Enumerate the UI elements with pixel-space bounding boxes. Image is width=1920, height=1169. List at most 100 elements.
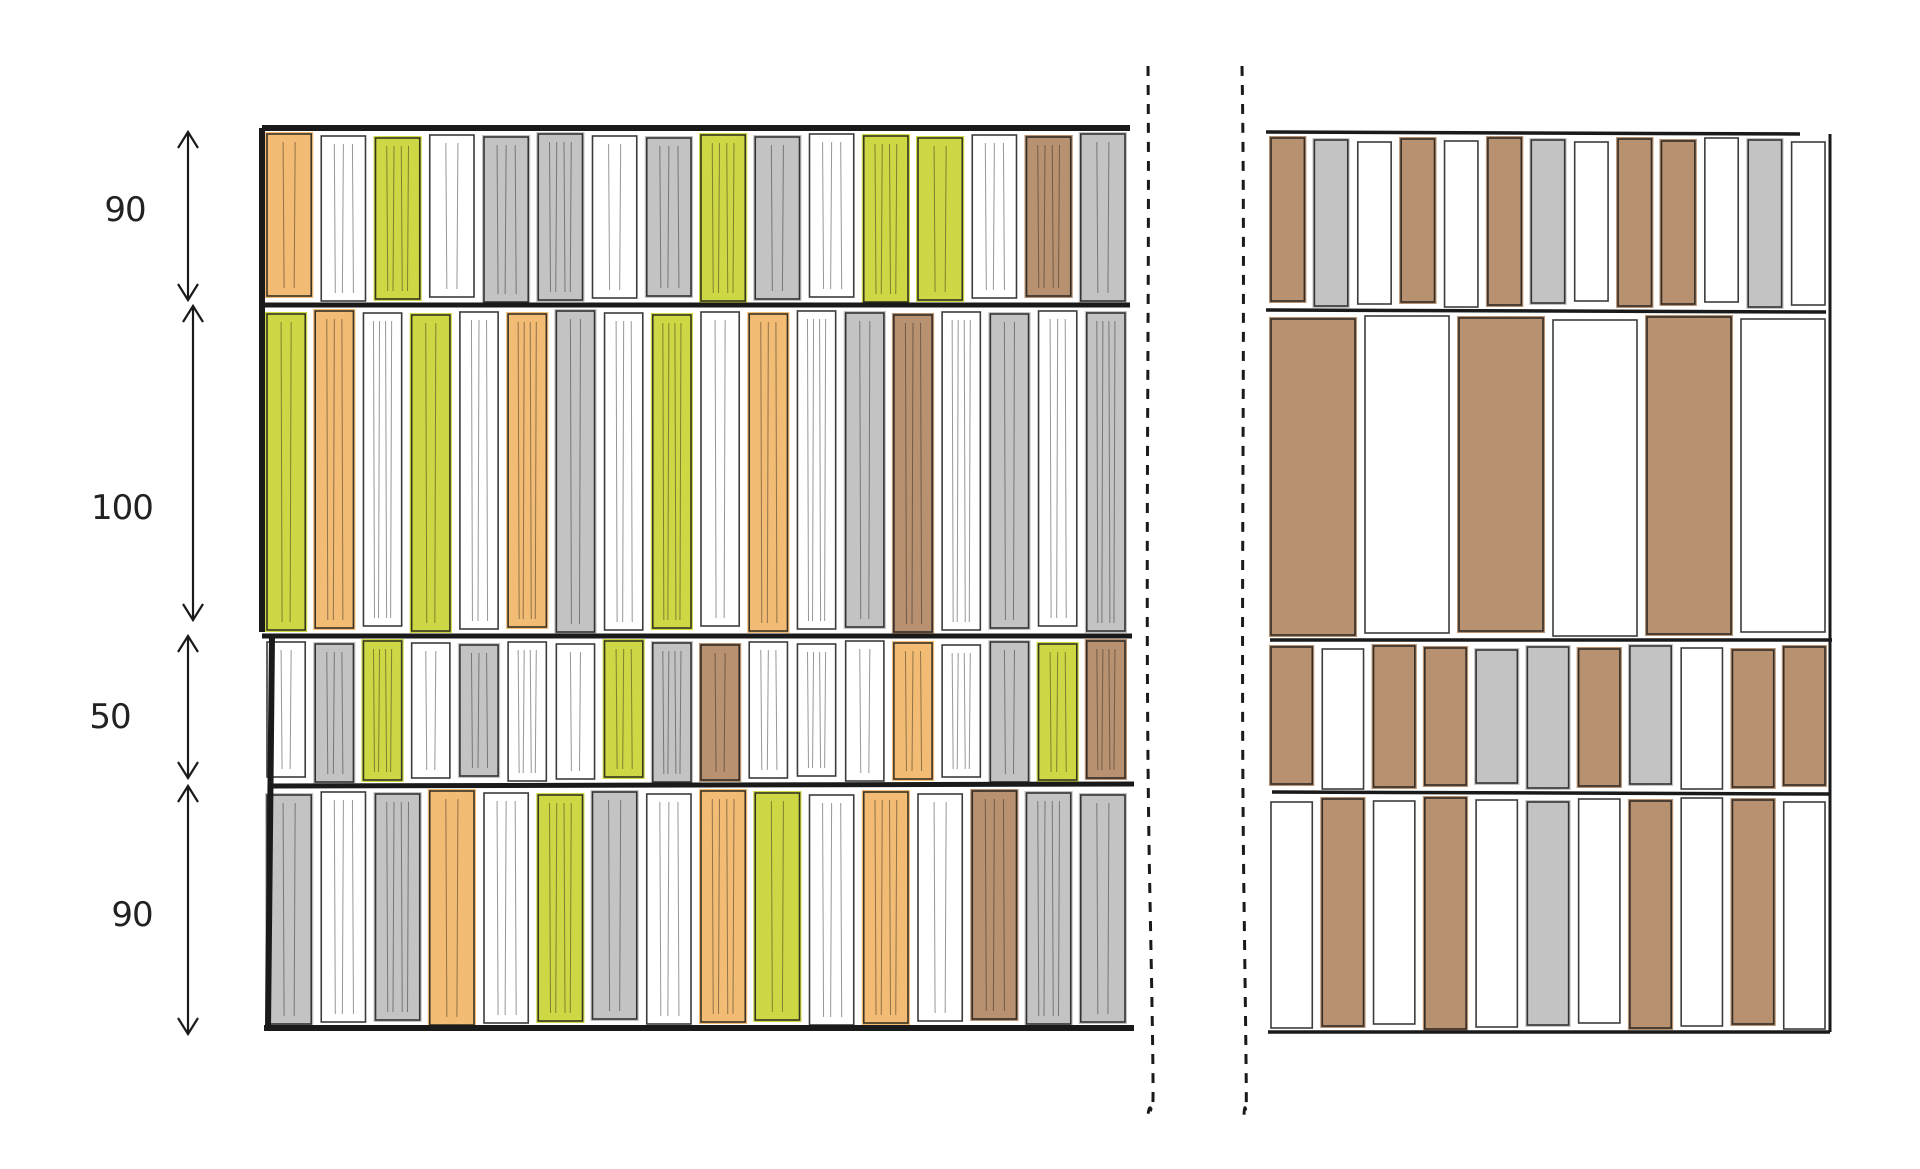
panel-outline (651, 642, 692, 783)
panel (1320, 797, 1366, 1028)
panel-fill (506, 312, 549, 629)
panel-fill (1576, 647, 1622, 788)
panel-fill (650, 313, 693, 630)
dimension-arrow-row4 (177, 783, 199, 1037)
panel (645, 793, 692, 1025)
panel-fill (753, 135, 802, 301)
panel (507, 641, 548, 782)
panel-hatch (434, 650, 437, 771)
panel-hatch (400, 801, 403, 1013)
panel-hatch (677, 801, 680, 1017)
panel (1645, 315, 1733, 636)
panel-hatch (992, 142, 995, 291)
panel-fill (1627, 644, 1674, 786)
panel-hatch (723, 652, 726, 773)
panel-outline (1079, 133, 1126, 302)
panel-hatch (889, 799, 891, 1016)
panel-outline (971, 790, 1018, 1020)
panel-hatch (667, 650, 670, 775)
panel-hatch (385, 320, 388, 619)
panel-outline (1458, 317, 1544, 632)
panel-hatch (933, 801, 936, 1014)
panel (753, 791, 802, 1022)
panel-hatch (392, 801, 395, 1013)
panel (699, 133, 748, 303)
panel-hatch (622, 320, 625, 623)
panel-hatch (963, 652, 966, 770)
panel-outline (941, 644, 982, 778)
panel-fill (1746, 138, 1784, 309)
arrow-head-bottom (182, 603, 204, 623)
panel (1680, 797, 1724, 1027)
panel-outline (941, 311, 982, 631)
panel-hatch (984, 798, 987, 1012)
panel-outline (1025, 136, 1072, 297)
panel-outline (428, 134, 475, 298)
panel-hatch (911, 322, 914, 625)
panel-outline (483, 792, 530, 1024)
panel-fill (1312, 138, 1350, 308)
panel-hatch (341, 143, 344, 294)
panel-hatch (868, 320, 871, 620)
panel-hatch (293, 141, 296, 289)
panel (265, 312, 308, 632)
panel-outline (1372, 800, 1416, 1025)
panel-fill (1627, 799, 1674, 1030)
panel (427, 789, 476, 1027)
panel-outline (1731, 799, 1775, 1025)
panel-fill (699, 789, 748, 1024)
panel-hatch (674, 322, 677, 621)
panel-hatch (522, 649, 525, 774)
panel-outline (1526, 801, 1570, 1026)
panel-outline (1424, 647, 1467, 786)
panel-hatch (549, 141, 551, 293)
panel-hatch (895, 143, 898, 295)
panel (1321, 648, 1365, 790)
panel-hatch (824, 651, 827, 769)
cut-line-left (1145, 65, 1155, 1116)
panel-hatch (760, 649, 763, 771)
panel-hatch (549, 802, 551, 1014)
panel-hatch (1107, 802, 1110, 1015)
panel-fill (373, 136, 422, 301)
panel-hatch (517, 321, 520, 620)
panel-fill (427, 789, 476, 1027)
panel-hatch (517, 649, 520, 774)
panel-hatch (859, 648, 862, 774)
panel-hatch (504, 800, 507, 1016)
panel (1781, 645, 1827, 787)
panel-hatch (407, 145, 409, 292)
panel-hatch (289, 649, 292, 770)
panel-outline (1573, 141, 1609, 302)
panel-outline (1782, 801, 1826, 1030)
panel-hatch (662, 650, 665, 775)
panel-hatch (608, 143, 611, 291)
panel-outline (1356, 141, 1392, 305)
panel-hatch (781, 144, 784, 292)
panel-hatch (386, 145, 389, 292)
panel-hatch (674, 650, 677, 775)
panel-hatch (332, 318, 335, 621)
panel-hatch (555, 141, 558, 293)
panel (699, 643, 742, 782)
panel-outline (1782, 646, 1826, 786)
right-elevation-frame (1265, 130, 1832, 1034)
panel-outline (748, 313, 789, 632)
panel-hatch (824, 318, 827, 622)
panel-hatch (470, 319, 473, 622)
panel-fill (1036, 642, 1079, 782)
panel (590, 790, 639, 1021)
panel (916, 136, 965, 302)
panel (748, 641, 789, 779)
panel-outline (917, 793, 964, 1022)
panel-hatch (514, 800, 517, 1016)
panel-fill (988, 640, 1031, 784)
panel-fill (265, 793, 314, 1026)
arrow-head-top (177, 783, 199, 803)
panel-outline (555, 643, 596, 780)
panel-outline (374, 137, 421, 300)
panel-fill (1525, 800, 1571, 1027)
panel-hatch (1003, 649, 1006, 775)
panel-hatch (615, 648, 618, 770)
left-elevation (265, 132, 1127, 1027)
